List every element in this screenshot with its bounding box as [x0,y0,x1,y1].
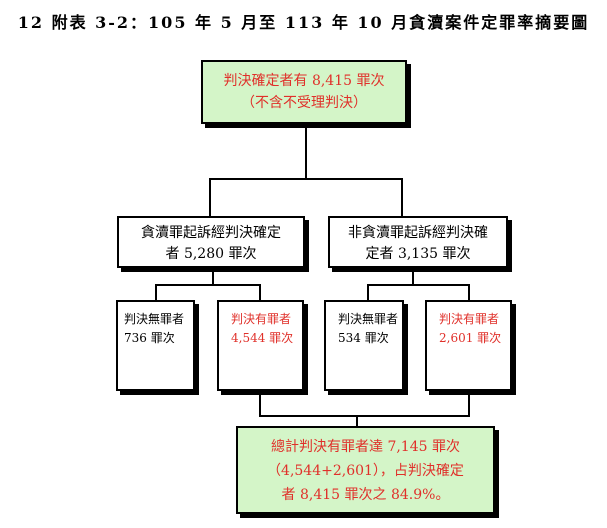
connector-top-horizontal [209,178,402,180]
acquitted-non-corruption-line1: 判決無罪者 [338,312,399,326]
non-corruption-charge-box: 非貪瀆罪起訴經判決確 定者 3,135 罪次 [328,216,508,268]
acquitted-corruption-line2: 736 罪次 [124,331,175,345]
convicted-corruption-box: 判決有罪者 4,544 罪次 [217,300,304,391]
acquitted-non-corruption-box: 判決無罪者 534 罪次 [324,300,404,391]
non-corruption-charge-line2: 定者 3,135 罪次 [365,246,471,262]
acquitted-corruption-line1: 判決無罪者 [124,312,185,326]
connector-to-bottom-box [356,415,358,427]
connector-midleft-down [212,270,214,285]
corruption-charge-line2: 者 5,280 罪次 [165,246,257,262]
conviction-rate-line3: 者 8,415 罪次之 84.9%。 [281,487,450,503]
connector-midleft-horizontal [155,284,260,286]
connector-midright-down [412,270,414,285]
total-judgments-line1: 判決確定者有 8,415 罪次 [223,73,385,89]
conviction-rate-line1: 總計判決有罪者達 7,145 罪次 [271,439,460,455]
page-title: 12 附表 3-2：105 年 5 月至 113 年 10 月貪瀆案件定罪率摘要… [17,13,590,32]
corruption-charge-line1: 貪瀆罪起訴經判決確定 [141,225,281,241]
convicted-non-corruption-line1: 判決有罪者 [439,312,500,326]
conviction-rate-summary-box: 總計判決有罪者達 7,145 罪次 （4,544+2,601），占判決確定 者 … [236,426,495,514]
connector-leaf2-down [259,284,261,300]
connector-right-down [401,178,403,216]
acquitted-non-corruption-line2: 534 罪次 [338,331,389,345]
acquitted-corruption-box: 判決無罪者 736 罪次 [116,300,195,391]
convicted-corruption-line1: 判決有罪者 [231,312,292,326]
connector-leaf4-bottom [468,393,470,416]
connector-left-down [209,178,211,216]
conviction-rate-line2: （4,544+2,601），占判決確定 [267,463,464,479]
total-judgments-line2: （不含不受理判決） [241,95,367,111]
non-corruption-charge-line1: 非貪瀆罪起訴經判決確 [348,225,488,241]
convicted-non-corruption-box: 判決有罪者 2,601 罪次 [425,300,512,391]
connector-midright-horizontal [367,284,469,286]
connector-bottom-horizontal [259,415,470,417]
convicted-corruption-line2: 4,544 罪次 [231,331,294,345]
connector-leaf2-bottom [259,393,261,416]
connector-leaf4-down [468,284,470,300]
corruption-charge-box: 貪瀆罪起訴經判決確定 者 5,280 罪次 [117,216,305,268]
connector-leaf1-down [155,284,157,300]
connector-leaf3-down [367,284,369,300]
connector-top-down [305,127,307,179]
convicted-non-corruption-line2: 2,601 罪次 [439,331,502,345]
total-judgments-box: 判決確定者有 8,415 罪次 （不含不受理判決） [201,60,407,124]
